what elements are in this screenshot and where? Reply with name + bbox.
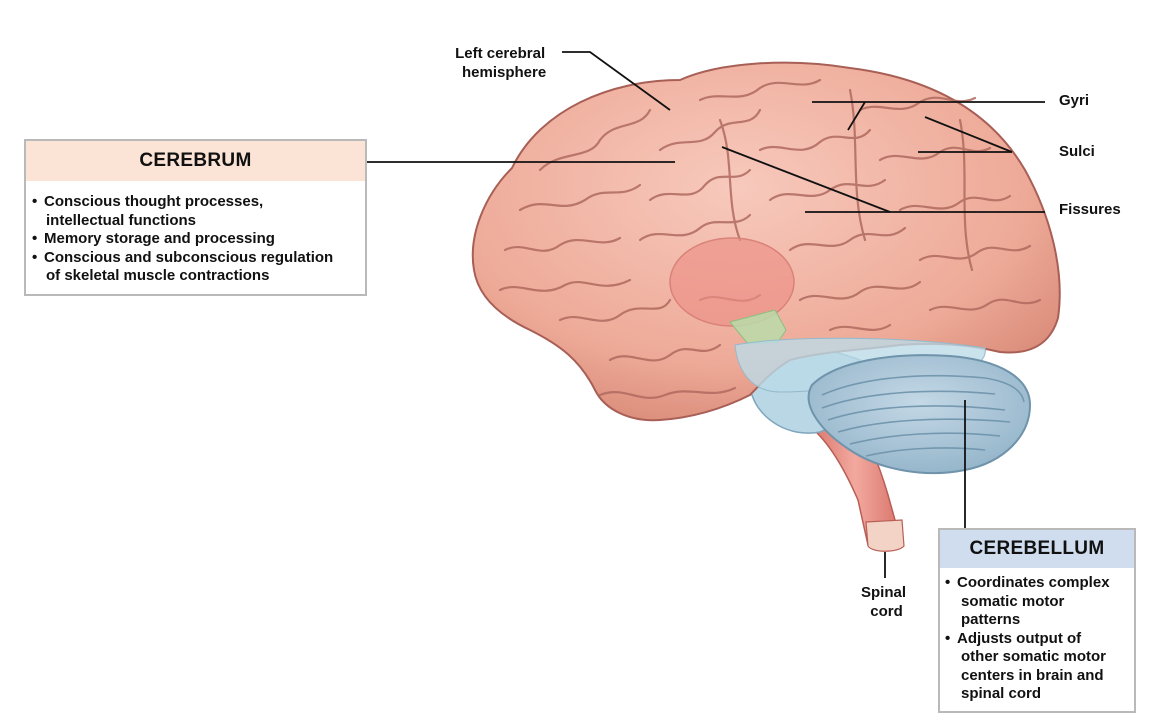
list-item: Adjusts output of other somatic motor ce…: [943, 630, 1130, 704]
cerebellum-title: CEREBELLUM: [940, 530, 1134, 568]
spinal-cord-end: [865, 519, 905, 552]
cerebrum-info-box: CEREBRUM Conscious thought processes, in…: [24, 139, 367, 296]
cerebellum-function-list: Coordinates complex somatic motor patter…: [940, 568, 1134, 704]
sulci-label: Sulci: [1059, 143, 1095, 160]
list-item: Memory storage and processing: [30, 230, 359, 249]
list-item: Conscious and subconscious regulation of…: [30, 249, 359, 286]
cerebrum-function-list: Conscious thought processes, intellectua…: [26, 181, 365, 286]
fissures-label: Fissures: [1059, 201, 1121, 218]
cerebellum: [807, 354, 1032, 475]
list-item: Conscious thought processes, intellectua…: [30, 193, 359, 230]
left-cerebral-hemisphere-label: Left cerebral hemisphere: [455, 45, 547, 81]
cerebrum-title: CEREBRUM: [26, 141, 365, 181]
list-item: Coordinates complex somatic motor patter…: [943, 574, 1130, 630]
insula-region: [669, 237, 795, 327]
green-region: [729, 309, 787, 345]
cerebellum-info-box: CEREBELLUM Coordinates complex somatic m…: [938, 528, 1136, 713]
leader-lines: [367, 51, 1045, 578]
gyri-label: Gyri: [1059, 92, 1090, 109]
spinal-cord-label: Spinal cord: [861, 584, 907, 620]
cerebellum-folia: [821, 374, 1025, 457]
gyri-folds: [498, 78, 1042, 399]
